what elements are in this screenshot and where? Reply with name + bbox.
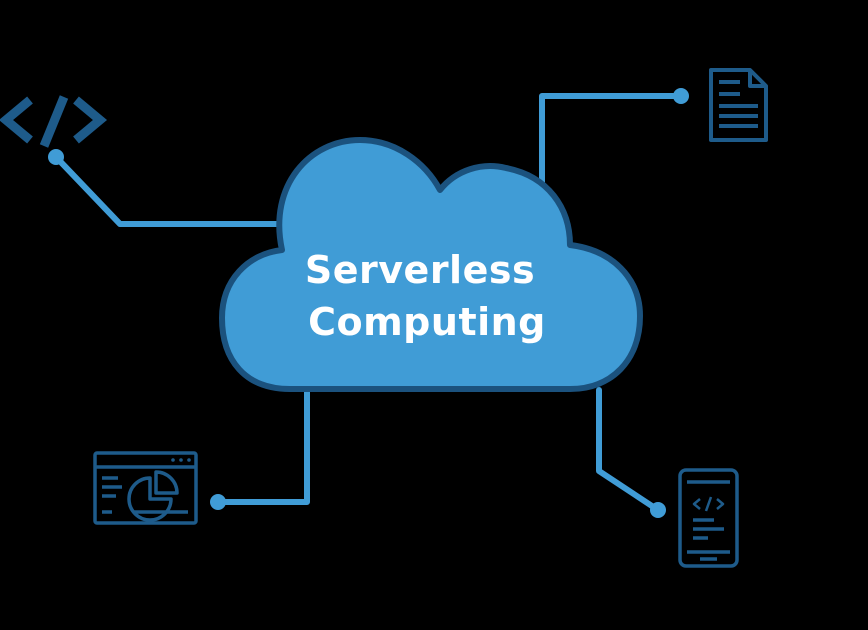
cloud-title-line1: Serverless bbox=[305, 248, 535, 292]
cloud-shape bbox=[219, 137, 643, 392]
endpoint-code bbox=[48, 149, 64, 165]
connector-endpoints bbox=[48, 88, 689, 518]
connector-dashboard bbox=[215, 387, 310, 505]
mobile-code-icon bbox=[678, 468, 739, 568]
connector-code bbox=[53, 154, 303, 227]
endpoint-mobile bbox=[650, 502, 666, 518]
connector-mobile bbox=[596, 387, 661, 513]
cloud-title-line2: Computing bbox=[308, 300, 546, 344]
endpoint-document bbox=[673, 88, 689, 104]
document-icon bbox=[709, 68, 768, 142]
code-brackets-icon bbox=[0, 95, 108, 148]
browser-chart-icon bbox=[93, 451, 198, 525]
endpoint-dashboard bbox=[210, 494, 226, 510]
connector-document bbox=[539, 93, 684, 185]
connectors bbox=[53, 93, 684, 513]
